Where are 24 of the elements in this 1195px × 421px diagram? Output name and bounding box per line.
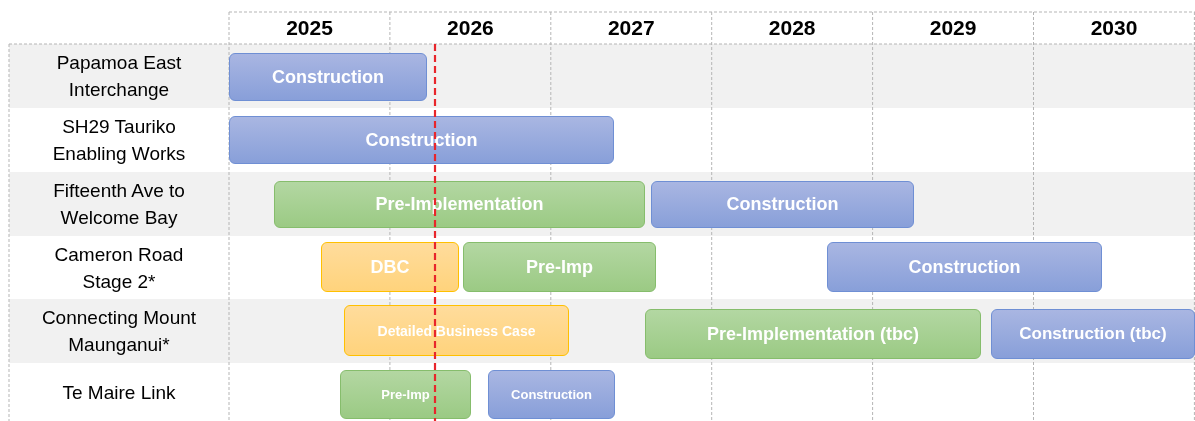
- phase-bar: Pre-Imp: [463, 242, 656, 292]
- phase-bar: Pre-Implementation: [274, 181, 645, 228]
- year-header: 2029: [928, 15, 978, 41]
- phase-bar: Pre-Imp: [340, 370, 471, 419]
- phase-bar: Construction: [488, 370, 615, 419]
- phase-bar: Construction (tbc): [991, 309, 1195, 359]
- phase-bar: Pre-Implementation (tbc): [645, 309, 981, 359]
- project-name: Cameron Road Stage 2*: [53, 242, 185, 294]
- year-header: 2026: [446, 15, 495, 41]
- project-name: Te Maire Link: [61, 380, 177, 405]
- project-name: Connecting Mount Maunganui*: [40, 306, 198, 357]
- project-name: Papamoa East Interchange: [55, 51, 183, 102]
- phase-bar: Construction: [229, 116, 614, 164]
- project-name: SH29 Tauriko Enabling Works: [51, 115, 187, 166]
- project-name: Fifteenth Ave to Welcome Bay: [52, 179, 186, 230]
- year-header: 2030: [1089, 15, 1139, 41]
- phase-bar: Construction: [651, 181, 914, 228]
- phase-bar: Construction: [229, 53, 427, 101]
- phase-bar: Construction: [827, 242, 1102, 292]
- phase-bar: Detailed Business Case: [344, 305, 569, 356]
- phase-bar: DBC: [321, 242, 459, 292]
- year-header: 2028: [767, 15, 817, 41]
- year-header: 2027: [606, 15, 656, 41]
- year-header: 2025: [285, 15, 334, 41]
